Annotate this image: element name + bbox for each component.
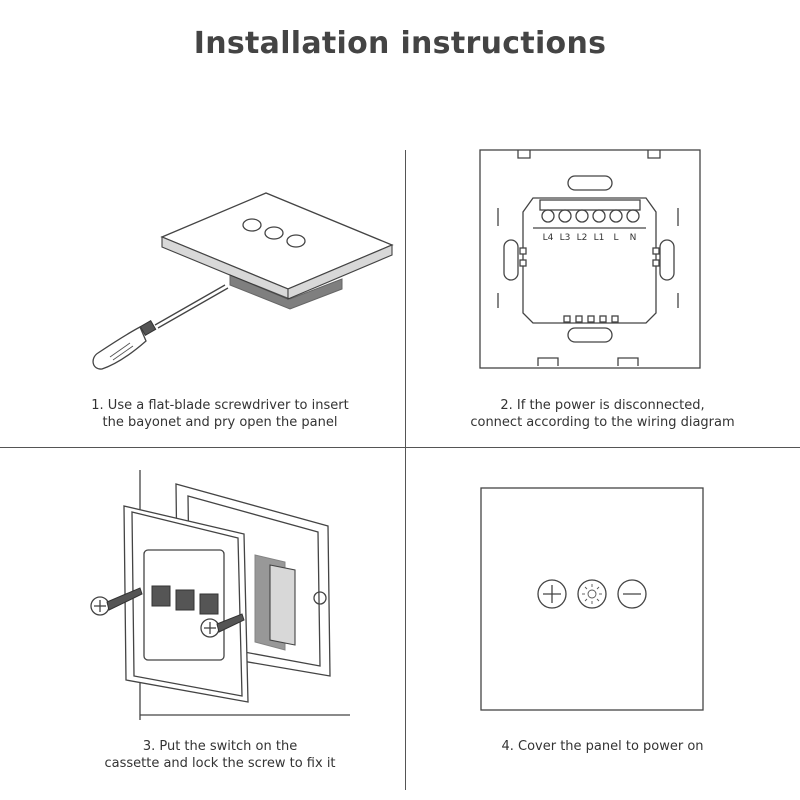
caption-line: 4. Cover the panel to power on [501, 739, 704, 754]
screwdriver-icon [92, 319, 157, 370]
step-2-caption: 2. If the power is disconnected, connect… [405, 397, 800, 431]
caption-line: 1. Use a flat-blade screwdriver to inser… [91, 398, 349, 413]
caption-line: connect according to the wiring diagram [470, 415, 735, 430]
terminal-label: L [613, 233, 618, 243]
page-title: Installation instructions [193, 26, 607, 61]
step-3-caption: 3. Put the switch on the cassette and lo… [40, 738, 400, 772]
terminal-label: L3 [560, 233, 571, 243]
panel-buttons-icon [242, 218, 306, 248]
screw-icon [90, 587, 143, 616]
terminal-block-icon [539, 199, 641, 223]
terminal-label: N [630, 233, 637, 243]
caption-line: cassette and lock the screw to fix it [104, 756, 336, 771]
light-icon [577, 579, 607, 609]
step-4-illustration [480, 487, 704, 711]
terminal-label: L1 [594, 233, 605, 243]
step-3-illustration [90, 470, 350, 720]
caption-line: the bayonet and pry open the panel [102, 415, 338, 430]
plus-icon [537, 579, 567, 609]
step-1-caption: 1. Use a flat-blade screwdriver to inser… [40, 397, 400, 431]
caption-line: 2. If the power is disconnected, [500, 398, 705, 413]
horizontal-divider [0, 447, 800, 448]
screw-icon [200, 613, 245, 638]
caption-line: 3. Put the switch on the [142, 739, 298, 754]
step-1-illustration [92, 192, 394, 370]
step-2-illustration: L4 L3 L2 L1 L N [479, 149, 701, 369]
terminal-label: L2 [577, 233, 588, 243]
vertical-divider [405, 150, 406, 790]
terminal-label: L4 [543, 233, 554, 243]
minus-icon [617, 579, 647, 609]
step-4-caption: 4. Cover the panel to power on [405, 738, 800, 755]
